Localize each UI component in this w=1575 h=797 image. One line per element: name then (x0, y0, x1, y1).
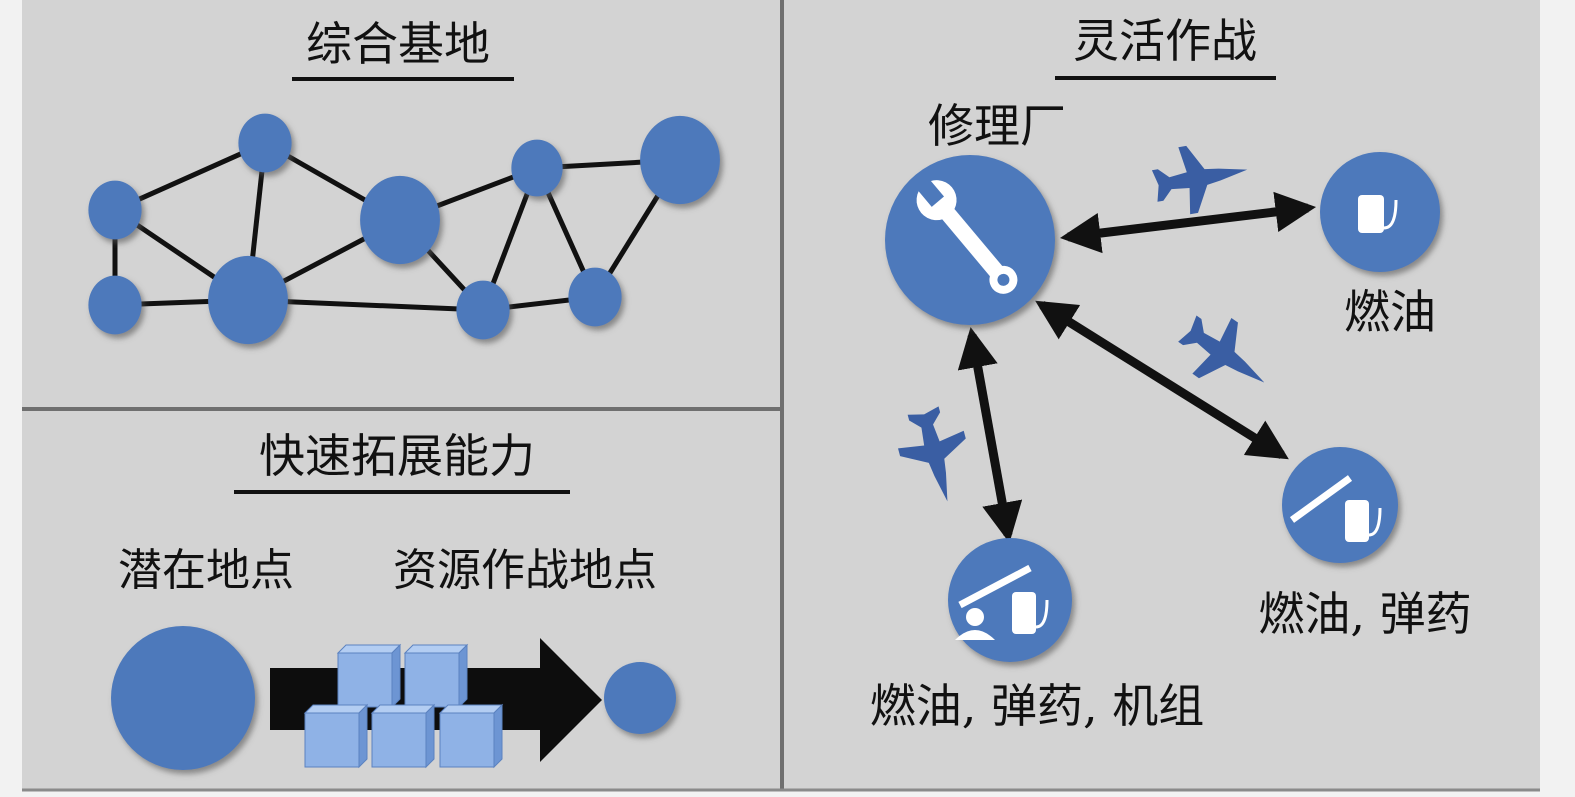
network-node (568, 267, 622, 327)
fuel-ammo-crew-node (948, 538, 1072, 662)
network-nodes (88, 113, 720, 345)
panel-integrated-base: 综合基地 (88, 17, 720, 345)
resource-cubes (303, 643, 504, 769)
missile-icon (958, 564, 1032, 609)
cube-icon (336, 643, 402, 709)
flow-arrows (957, 191, 1317, 543)
fuel-can-icon (1345, 500, 1382, 542)
cube-icon (438, 703, 504, 769)
fuel-label: 燃油 (1344, 285, 1436, 339)
fuel-node (1320, 152, 1440, 272)
cube-icon (370, 703, 436, 769)
network-edge (113, 140, 267, 213)
fuel-can-icon (1012, 592, 1049, 634)
potential-site-circle (111, 626, 255, 770)
network-node (360, 175, 440, 265)
panel-title: 快速拓展能力 (259, 429, 535, 483)
jet-icon (1151, 145, 1248, 215)
crew-icon (955, 608, 995, 640)
arrow-hub-crew (957, 327, 1023, 543)
missile-icon (1289, 475, 1353, 523)
jets (898, 145, 1265, 502)
fuel-ammo-crew-label: 燃油, 弹药, 机组 (870, 679, 1205, 733)
fuel-can-icon (1358, 195, 1398, 233)
network-node (208, 255, 288, 345)
panel-rapid-expansion: 快速拓展能力 潜在地点 资源作战地点 (111, 429, 676, 770)
panel-title: 综合基地 (306, 17, 490, 71)
network-node (238, 113, 292, 173)
network-node (640, 115, 720, 205)
network-node (456, 280, 510, 340)
network-node (88, 180, 142, 240)
panel-title: 灵活作战 (1073, 14, 1257, 68)
operating-site-circle (604, 662, 676, 734)
jet-icon (898, 406, 966, 502)
fuel-ammo-label: 燃油, 弹药 (1258, 587, 1471, 641)
arrow-hub-fuel-ammo (1035, 300, 1289, 460)
repair-hub-node (885, 155, 1055, 325)
fuel-ammo-node (1282, 447, 1398, 563)
cube-icon (403, 643, 469, 709)
panel-agile-combat: 灵活作战 修理厂 燃油 (870, 14, 1472, 733)
wrench-icon (912, 173, 1018, 294)
hub-label: 修理厂 (928, 99, 1066, 153)
label-potential-site: 潜在地点 (118, 545, 294, 596)
network-node (88, 275, 142, 335)
arrow-hub-fuel (1059, 191, 1317, 254)
jet-icon (1178, 315, 1265, 383)
network-node (511, 139, 563, 197)
label-resource-site: 资源作战地点 (393, 545, 657, 596)
cube-icon (303, 703, 369, 769)
